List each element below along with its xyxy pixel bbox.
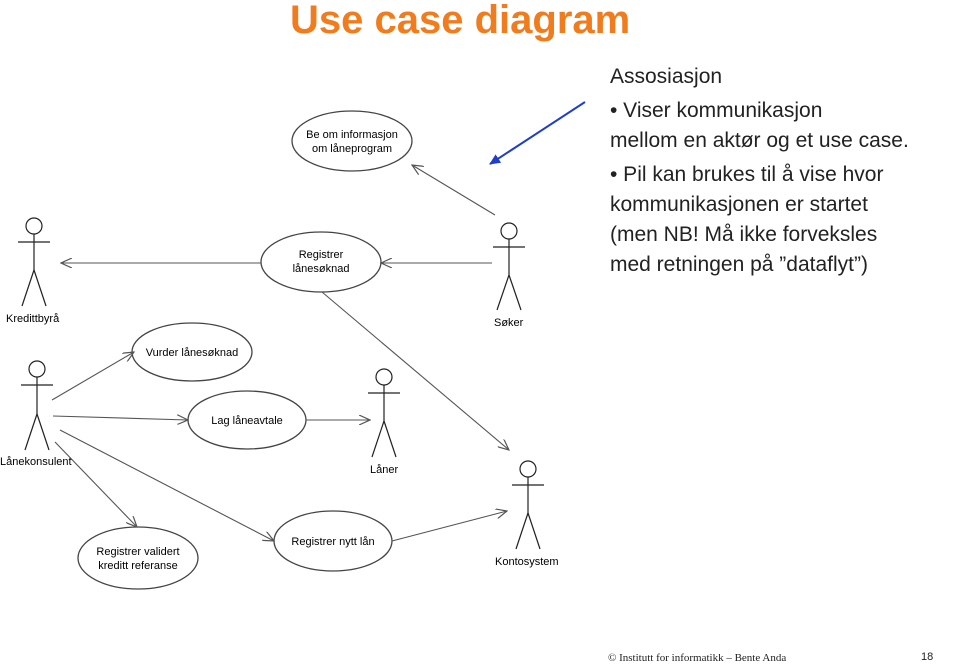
association-nytt-lan-kontosystem xyxy=(391,511,507,542)
actor-label-laner: Låner xyxy=(370,464,398,476)
use-case-label: Registrer validert xyxy=(96,546,179,558)
notes-panel: Assosiasjon • Viser kommunikasjon mellom… xyxy=(610,62,955,280)
actor-label-lanekonsulent: Lånekonsulent xyxy=(0,456,72,468)
bullet-1-line-2: mellom en aktør og et use case. xyxy=(610,129,909,152)
association-konsulent-avtale xyxy=(52,416,188,420)
use-case-vurder-lanesoknad: Vurder lånesøknad xyxy=(131,322,253,382)
actor-lanekonsulent xyxy=(21,360,53,451)
use-case-label: Registrer xyxy=(299,249,344,261)
actor-kredittbyra xyxy=(18,217,50,307)
bullet-2-line-4: med retningen på ”dataflyt”) xyxy=(610,253,868,276)
actor-label-kontosystem: Kontosystem xyxy=(495,556,559,568)
use-case-lag-laneavtale: Lag låneavtale xyxy=(187,390,307,450)
association-konsulent-validert xyxy=(54,441,137,527)
actor-laner xyxy=(368,368,400,458)
use-case-registrer-nytt-lan: Registrer nytt lån xyxy=(273,510,393,572)
bullet-2-line-3: (men NB! Må ikke forveksles xyxy=(610,223,878,246)
association-konsulent-nytt-lan xyxy=(59,429,274,541)
use-case-label: lånesøknad xyxy=(293,263,350,275)
use-case-label: kreditt referanse xyxy=(98,560,177,572)
use-case-label: Registrer nytt lån xyxy=(291,536,374,548)
association-konsulent-vurder xyxy=(51,352,134,401)
slide-title: Use case diagram xyxy=(290,0,631,42)
use-case-registrer-validert: Registrer validert kreditt referanse xyxy=(77,526,199,590)
page-number: 18 xyxy=(921,651,934,663)
use-case-registrer-lanesoknad: Registrer lånesøknad xyxy=(260,231,382,293)
use-case-be-om-informasjon: Be om informasjon om låneprogram xyxy=(291,110,413,172)
pointer-arrow xyxy=(489,101,586,165)
association-registrer-kontosystem xyxy=(321,291,509,450)
footer-copyright: © Institutt for informatikk – Bente Anda xyxy=(608,652,787,664)
association-soker-be-om-info xyxy=(412,165,496,216)
bullet-1-line-1: • Viser kommunikasjon xyxy=(610,99,823,122)
bullet-2-line-1: • Pil kan brukes til å vise hvor xyxy=(610,163,884,186)
use-case-label: Be om informasjon xyxy=(306,129,398,141)
actor-label-soker: Søker xyxy=(494,317,524,329)
bullet-2-line-2: kommunikasjonen er startet xyxy=(610,193,868,216)
notes-heading: Assosiasjon xyxy=(610,65,723,88)
actor-label-kredittbyra: Kredittbyrå xyxy=(6,313,60,325)
use-case-label: Vurder lånesøknad xyxy=(146,347,239,359)
actor-kontosystem xyxy=(512,460,544,550)
use-case-label: Lag låneavtale xyxy=(211,415,283,427)
use-case-label: om låneprogram xyxy=(312,143,392,155)
actor-soker xyxy=(493,222,525,311)
